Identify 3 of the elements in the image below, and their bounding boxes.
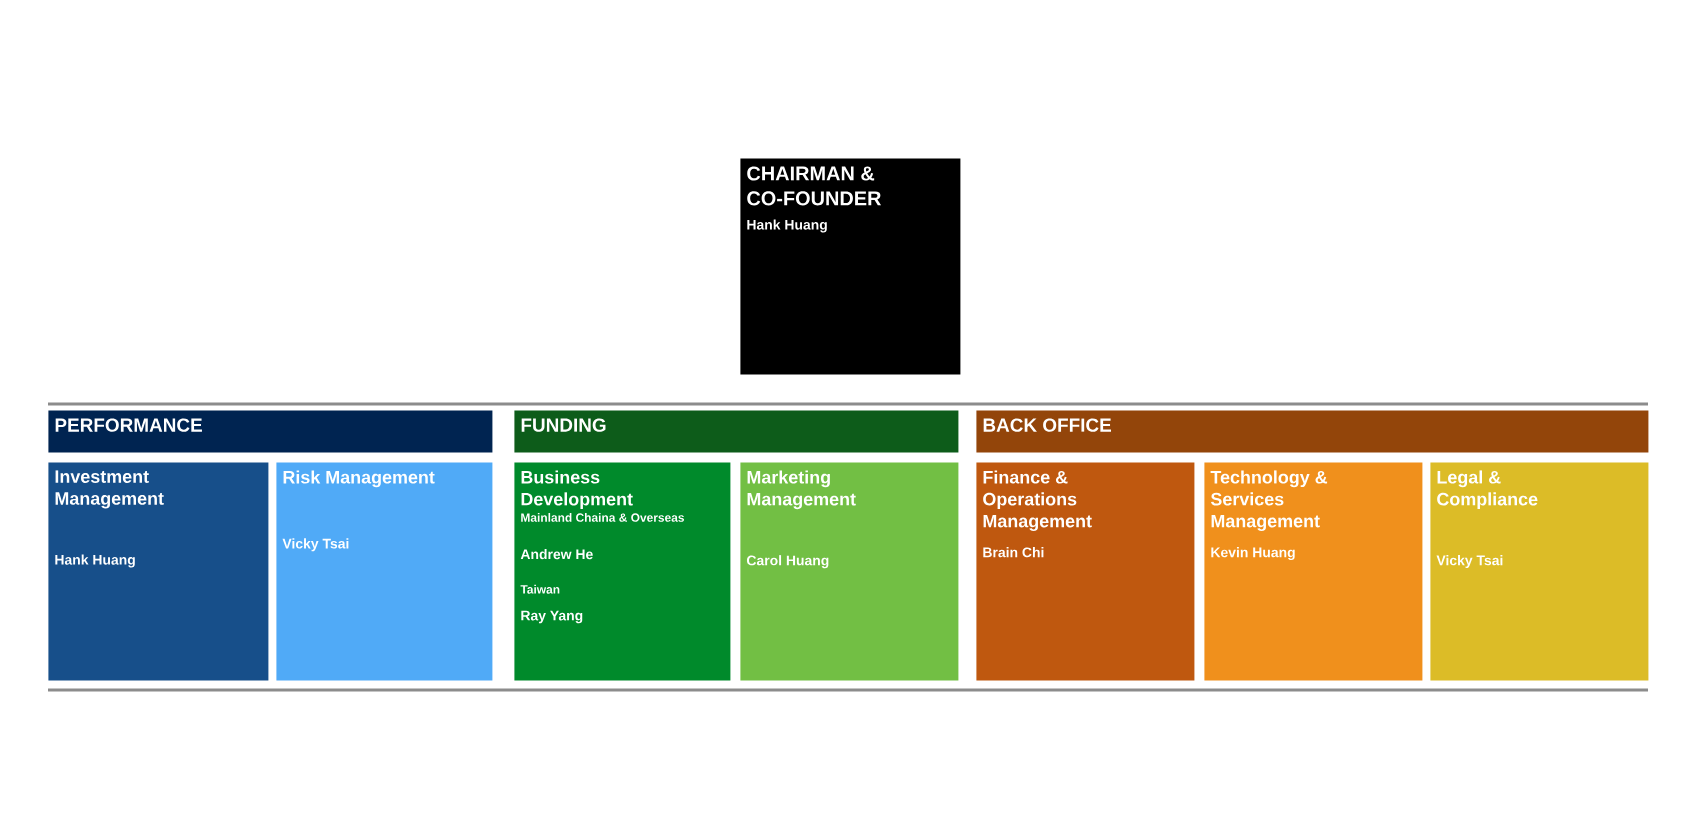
section-band: PERFORMANCE: [48, 410, 493, 453]
section-band: FUNDING: [514, 410, 959, 453]
section-band: BACK OFFICE: [976, 410, 1649, 453]
